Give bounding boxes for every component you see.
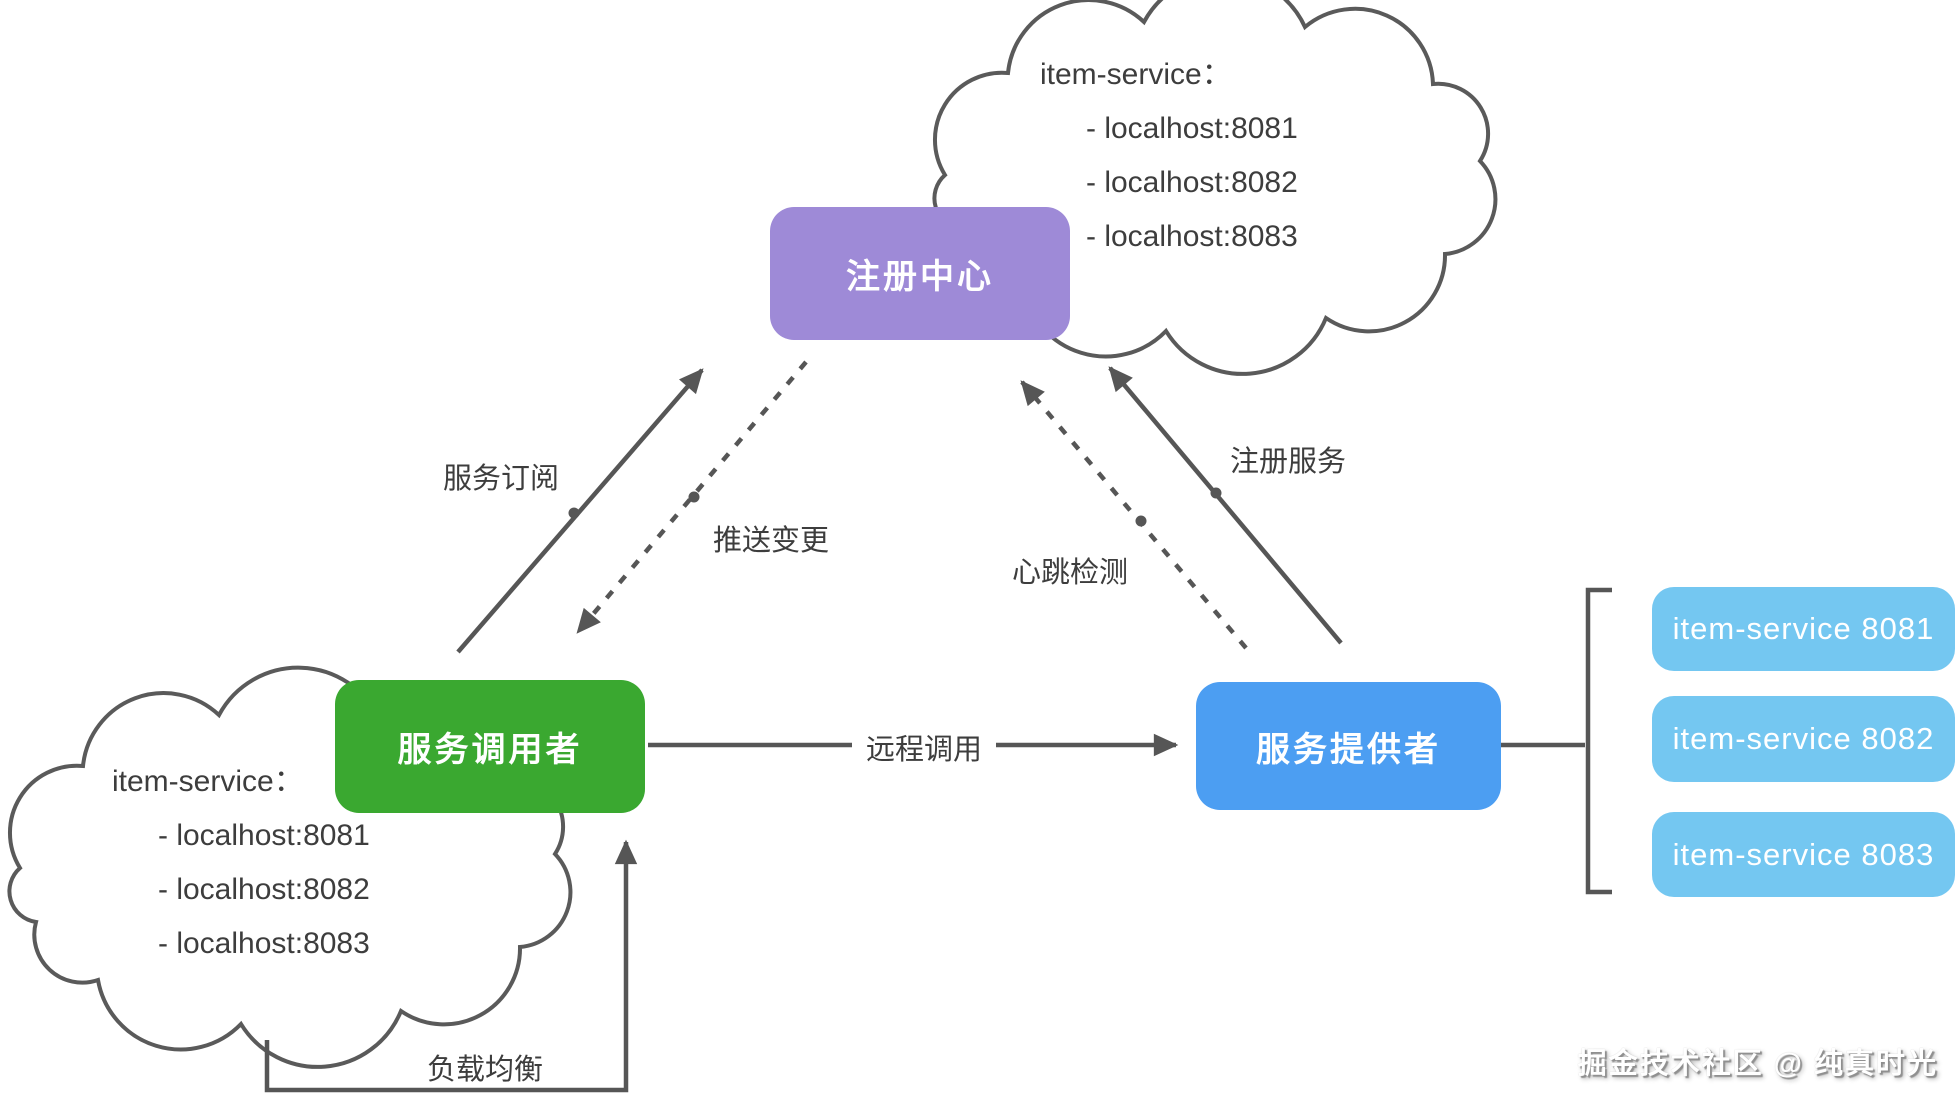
consumer-node-label: 服务调用者 — [397, 731, 583, 769]
edge-midpoint-dot — [1135, 515, 1147, 527]
heartbeat-arrow — [1020, 380, 1248, 650]
registry-cloud-text: item-service： - localhost:8081 - localho… — [1040, 55, 1298, 257]
edge-midpoint-dot — [1210, 487, 1222, 499]
instance-box-8082: item-service 8082 — [1652, 696, 1955, 782]
load-balance-connector — [264, 839, 638, 1093]
instance-label: item-service 8082 — [1672, 721, 1935, 756]
registry-cloud-item: - localhost:8082 — [1086, 166, 1298, 199]
subscribe-arrow — [456, 368, 704, 654]
edge-label-remote-call: 远程调用 — [852, 726, 997, 768]
instance-label: item-service 8081 — [1672, 611, 1935, 646]
instance-box-8083: item-service 8083 — [1652, 812, 1955, 897]
edge-midpoint-dot — [568, 507, 580, 519]
consumer-cloud-item: - localhost:8081 — [158, 819, 370, 852]
consumer-cloud-item: - localhost:8083 — [158, 927, 370, 960]
edge-label-subscribe: 服务订阅 — [443, 463, 560, 495]
edge-label-register: 注册服务 — [1230, 446, 1347, 478]
consumer-cloud-item: - localhost:8082 — [158, 873, 370, 906]
registry-cloud-item: - localhost:8081 — [1086, 112, 1298, 145]
registry-node-label: 注册中心 — [846, 258, 994, 296]
edge-label-heartbeat: 心跳检测 — [1012, 557, 1129, 589]
consumer-node: 服务调用者 — [335, 680, 645, 813]
instance-label: item-service 8083 — [1672, 836, 1935, 872]
watermark: 掘金技术社区 @ 纯真时光 — [1577, 1048, 1938, 1080]
consumer-cloud-text: item-service： - localhost:8081 - localho… — [112, 762, 370, 964]
edge-label-push: 推送变更 — [713, 525, 830, 557]
provider-node-label: 服务提供者 — [1256, 730, 1441, 769]
edge-label-load-balance: 负载均衡 — [427, 1054, 544, 1086]
registry-cloud-title: item-service： — [1040, 58, 1232, 91]
consumer-cloud-title: item-service： — [112, 765, 304, 798]
provider-node: 服务提供者 — [1196, 682, 1501, 810]
registry-node: 注册中心 — [770, 207, 1070, 340]
instance-box-8081: item-service 8081 — [1652, 587, 1955, 671]
edge-midpoint-dot — [688, 491, 700, 503]
provider-bracket — [1585, 587, 1612, 895]
register-arrow — [1108, 366, 1343, 645]
registry-cloud-item: - localhost:8083 — [1086, 220, 1298, 253]
